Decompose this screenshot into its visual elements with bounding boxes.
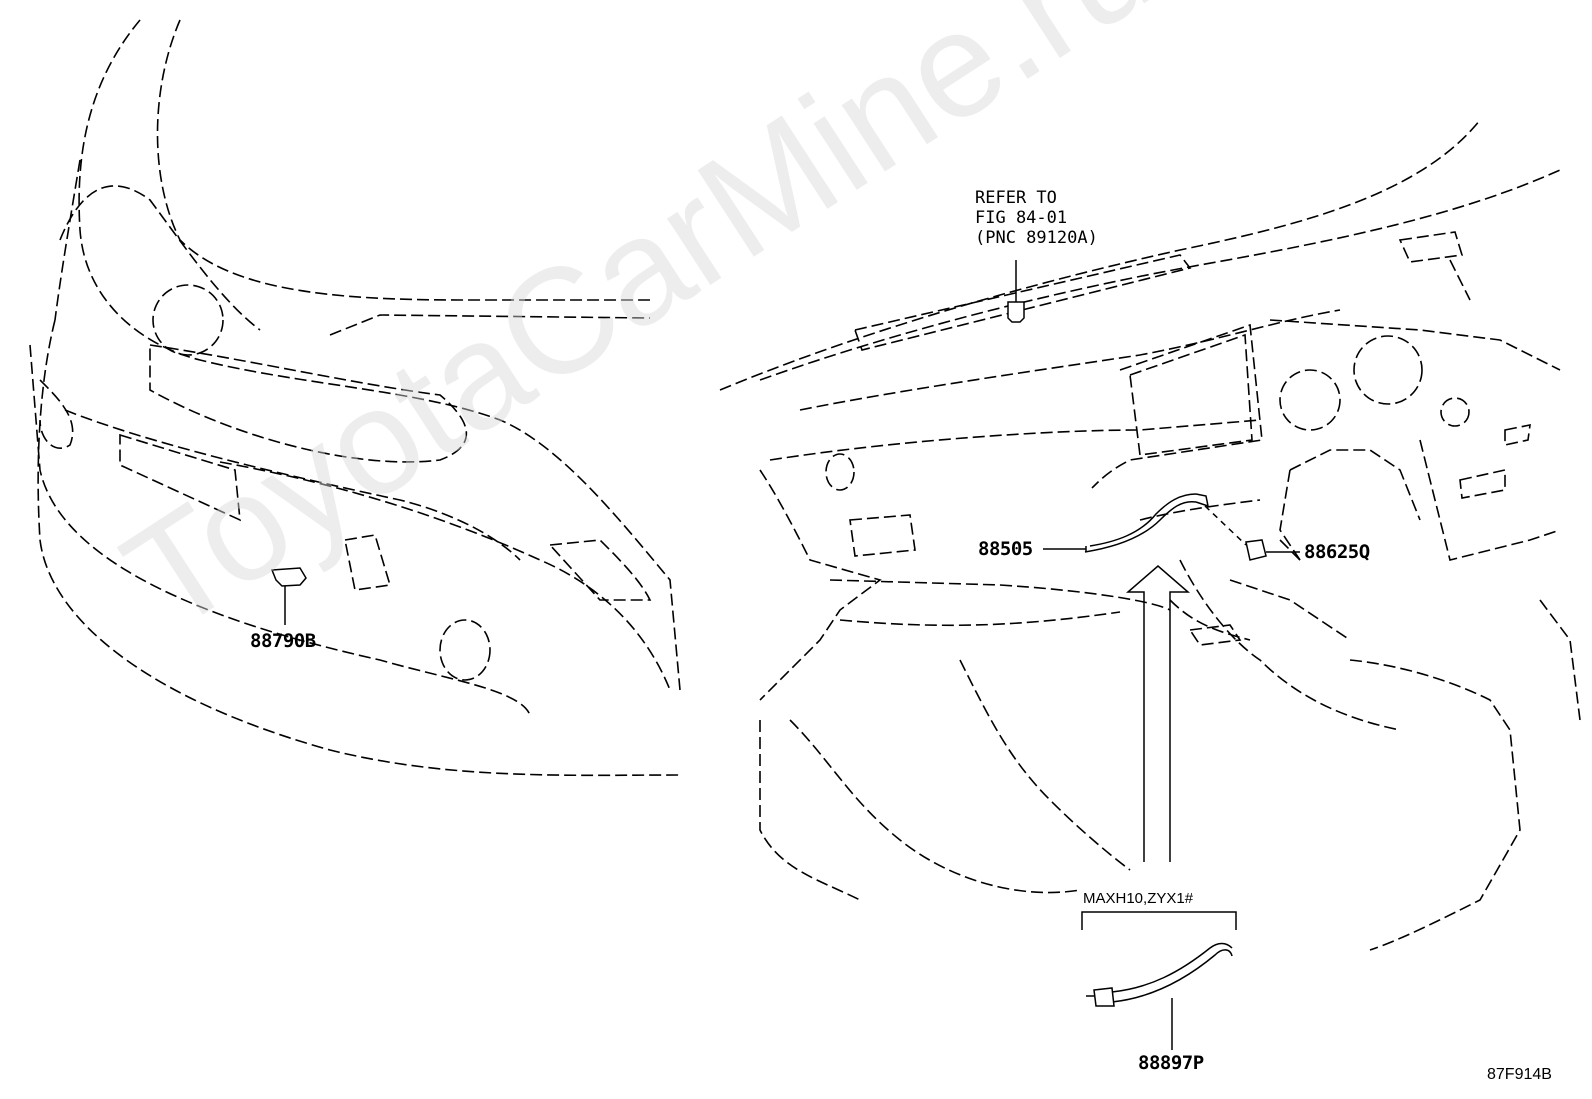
variant-label: MAXH10,ZYX1# (1083, 890, 1194, 907)
figure-id: 87F914B (1487, 1066, 1552, 1083)
part-label-88505: 88505 (978, 538, 1033, 560)
instrument-panel-drawing (719, 119, 1581, 1050)
part-label-88897p: 88897P (1138, 1052, 1204, 1074)
part-label-88625q: 88625Q (1304, 541, 1370, 563)
front-bumper-drawing (29, 19, 681, 777)
part-label-88790b: 88790B (250, 630, 316, 652)
reference-note: REFER TO FIG 84-01 (PNC 89120A) (975, 188, 1098, 248)
